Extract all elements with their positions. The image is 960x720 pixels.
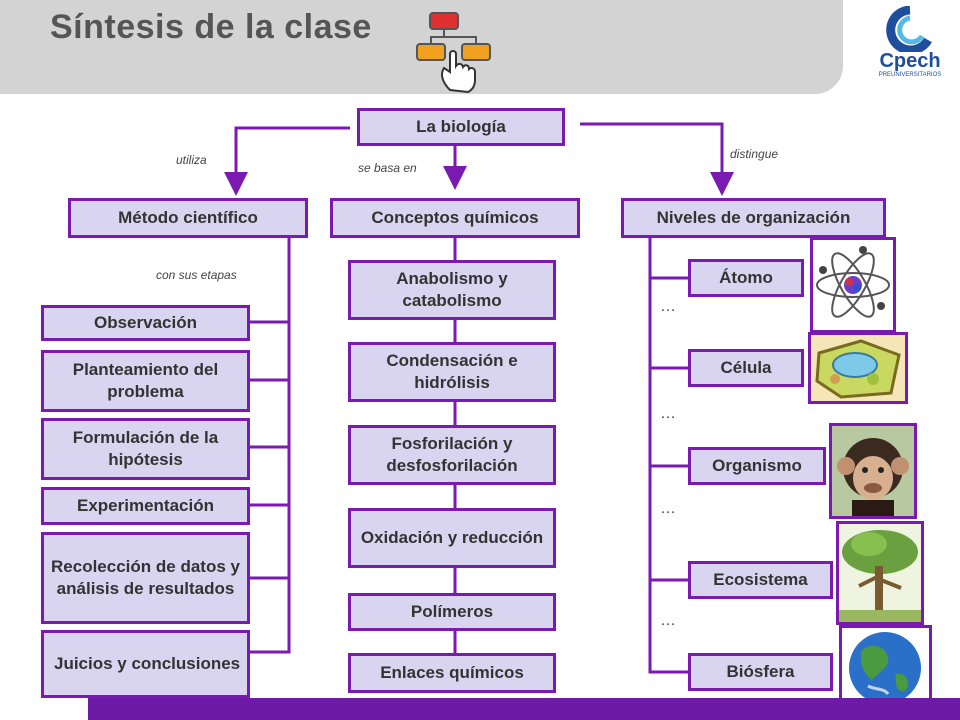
cell-icon [808,332,908,404]
method-step: Juicios y conclusiones [41,630,250,698]
branch-method-label: Método científico [118,207,258,227]
method-step: Recolección de datos y análisis de resul… [41,532,250,624]
flowchart-hand-icon [416,12,491,94]
atom-icon [810,237,896,333]
chemistry-concept: Enlaces químicos [348,653,556,693]
chemistry-concept: Polímeros [348,593,556,631]
method-step-label: Experimentación [77,495,214,515]
root-label: La biología [416,116,506,136]
method-step-label: Recolección de datos y análisis de resul… [51,556,240,598]
chemistry-concept-label: Oxidación y reducción [360,527,544,547]
method-step-label: Formulación de la hipótesis [72,427,219,469]
level-label: Ecosistema [713,569,808,589]
chemistry-concept: Anabolismo y catabolismo [348,260,556,320]
branch-levels-label: Niveles de organización [656,207,851,227]
method-step-label: Juicios y conclusiones [54,653,241,673]
logo-subtext: PREUNIVERSITARIOS [878,72,942,78]
chemistry-concept-label: Condensación e hidrólisis [386,350,518,392]
ellipsis: … [660,500,678,517]
level-biosphere: Biósfera [688,653,833,691]
level-cell: Célula [688,349,804,387]
level-ecosystem: Ecosistema [688,561,833,599]
cpech-logo: Cpech PREUNIVERSITARIOS [870,5,950,78]
method-step: Planteamiento del problema [41,350,250,412]
chemistry-concept: Oxidación y reducción [348,508,556,568]
chemistry-concept-label: Enlaces químicos [380,662,524,682]
chemistry-concept-label: Fosforilación y desfosforilación [386,433,518,475]
connector-label-distingue: distingue [730,147,779,161]
connector-label-se-basa-en: se basa en [358,161,417,175]
level-label: Célula [720,357,772,377]
chemistry-concept: Condensación e hidrólisis [348,342,556,402]
connector-label-utiliza: utiliza [176,153,207,167]
level-organism: Organismo [688,447,826,485]
level-atom: Átomo [688,259,804,297]
ellipsis: … [660,612,678,629]
root-box: La biología [357,108,565,146]
level-label: Organismo [712,455,802,475]
branch-method: Método científico [68,198,308,238]
method-step: Observación [41,305,250,341]
ellipsis: … [660,298,678,315]
branch-chemistry: Conceptos químicos [330,198,580,238]
tree-icon [836,521,924,625]
method-step-label: Observación [94,312,197,332]
branch-chemistry-label: Conceptos químicos [371,207,539,227]
connector-label-stages: con sus etapas [156,268,237,282]
level-label: Átomo [719,267,773,287]
chimpanzee-icon [829,423,917,519]
ellipsis: … [660,405,678,422]
method-step: Experimentación [41,487,250,525]
method-step: Formulación de la hipótesis [41,418,250,480]
level-label: Biósfera [726,661,795,681]
chemistry-concept: Fosforilación y desfosforilación [348,425,556,485]
branch-levels: Niveles de organización [621,198,886,238]
logo-text: Cpech [879,50,941,72]
chemistry-concept-label: Polímeros [410,601,494,621]
chemistry-concept-label: Anabolismo y catabolismo [396,268,508,310]
bottom-accent-bar [88,698,960,720]
page-title: Síntesis de la clase [50,8,372,46]
method-step-label: Planteamiento del problema [72,359,219,401]
